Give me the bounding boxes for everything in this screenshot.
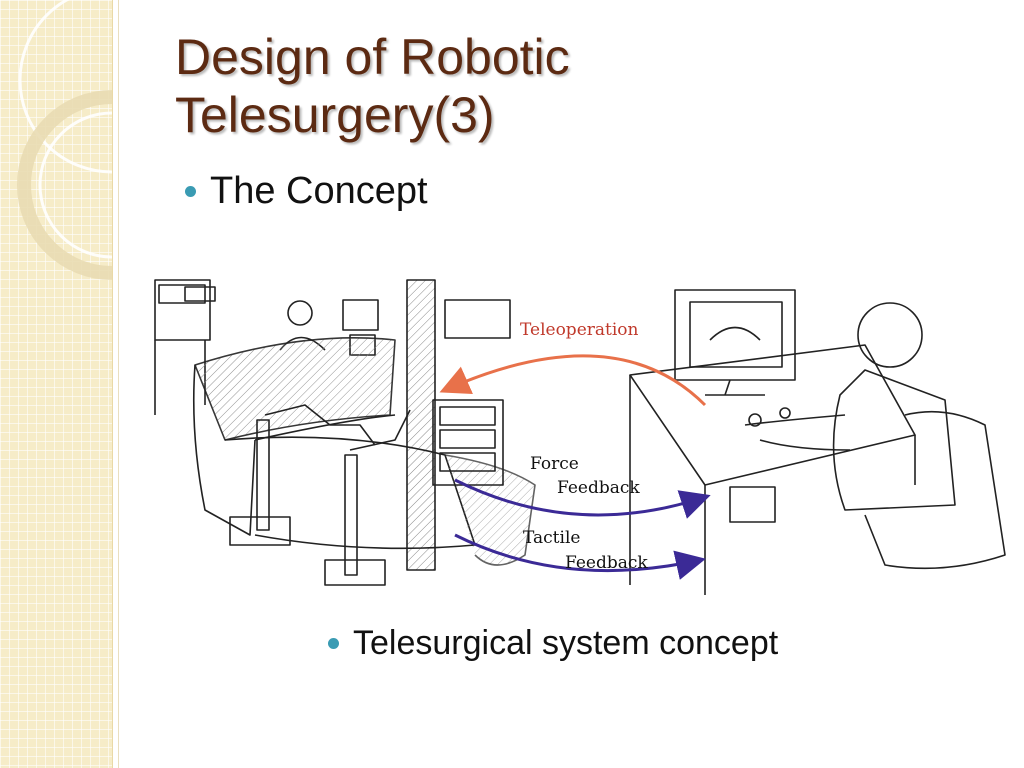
decorative-side-panel	[0, 0, 113, 768]
bullet-text: The Concept	[210, 170, 428, 212]
title-line-1: Design of Robotic	[175, 29, 570, 85]
bullet-dot-icon	[328, 638, 339, 649]
label-force-feedback: Feedback	[557, 478, 640, 498]
bullet-text: Telesurgical system concept	[353, 624, 779, 662]
decorative-circles	[17, 0, 112, 280]
divider-line	[118, 0, 119, 768]
bullet-the-concept: The Concept	[185, 170, 428, 213]
slide-title: Design of Robotic Telesurgery(3)	[175, 28, 875, 144]
telesurgery-illustration: Teleoperation Force Feedback Tactile Fee…	[154, 279, 1006, 595]
title-line-2: Telesurgery(3)	[175, 87, 495, 143]
bullet-telesurgical-system-concept: Telesurgical system concept	[328, 624, 778, 663]
label-teleoperation: Teleoperation	[520, 320, 639, 340]
label-tactile-feedback: Feedback	[565, 553, 648, 573]
label-force: Force	[530, 454, 579, 474]
teleoperation-arrow	[439, 354, 707, 407]
bullet-dot-icon	[185, 186, 196, 197]
operating-room-scene	[154, 279, 1006, 595]
label-tactile: Tactile	[523, 528, 580, 548]
force-feedback-arrow	[454, 478, 711, 519]
tactile-feedback-arrow	[454, 533, 706, 580]
